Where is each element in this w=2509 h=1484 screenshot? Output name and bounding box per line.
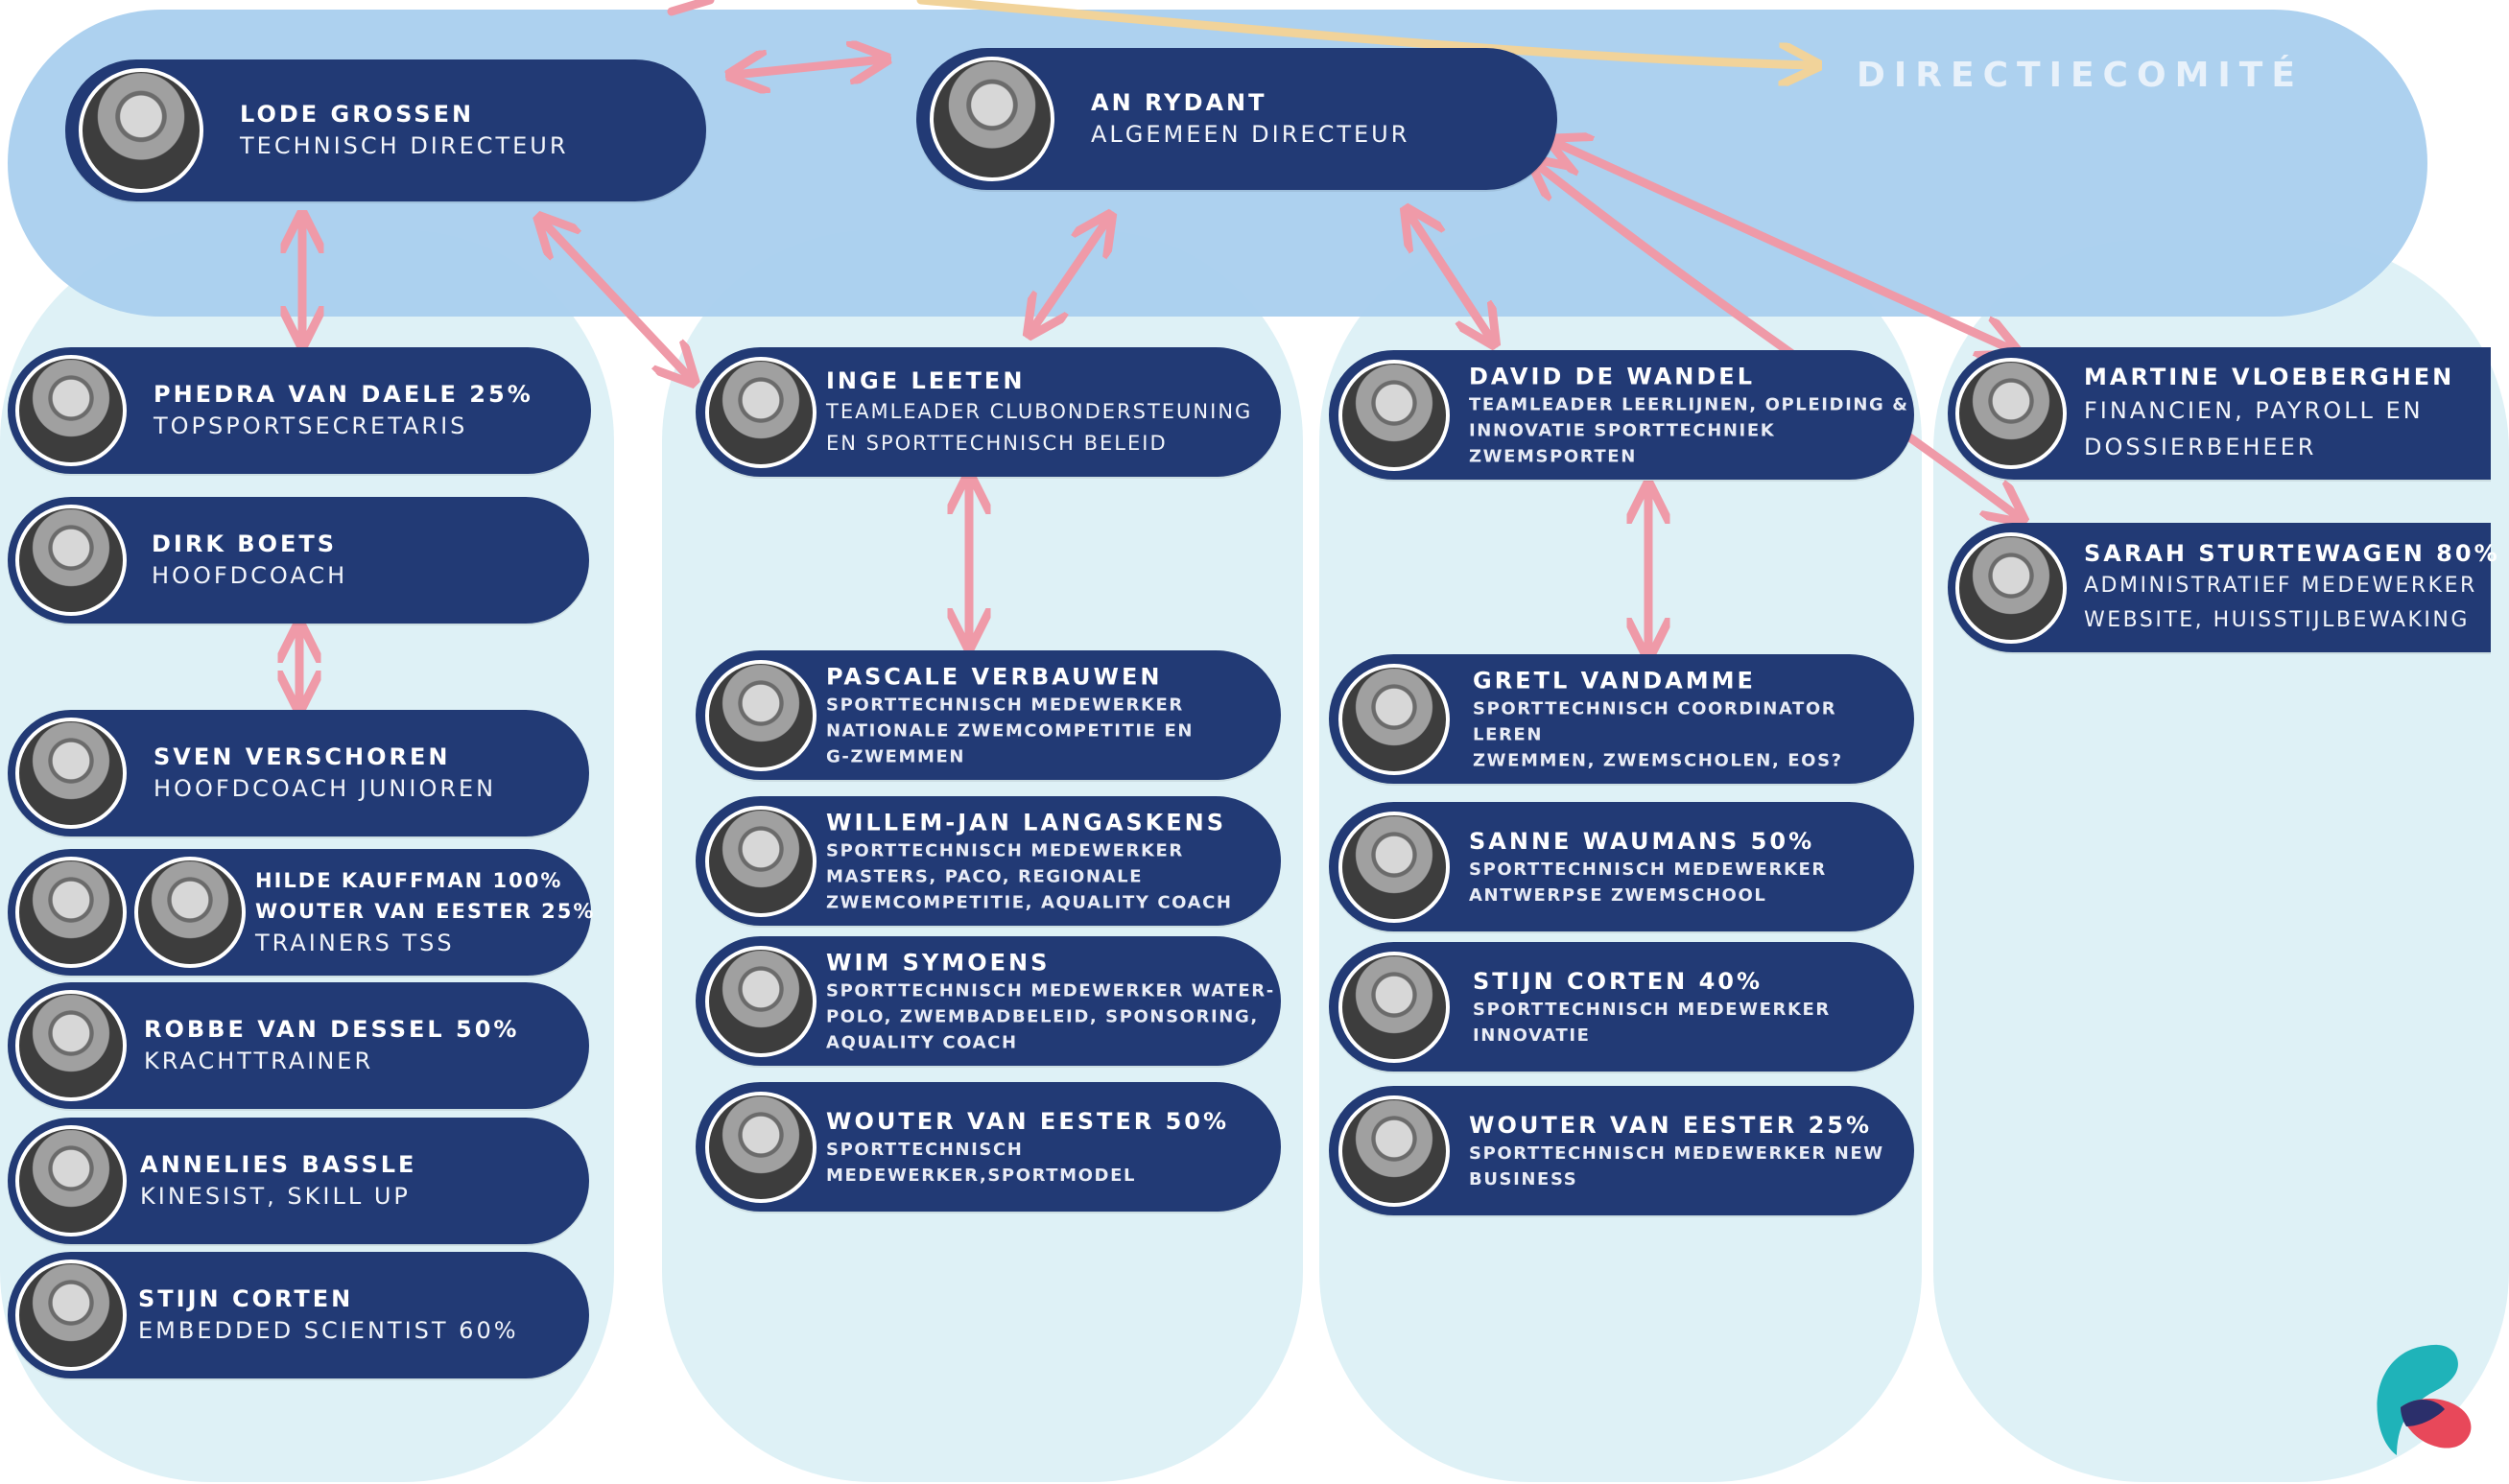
avatar [1338,811,1450,923]
person-card-trainers-tss[interactable]: HILDE KAUFFMAN 100% WOUTER VAN EESTER 25… [8,849,593,976]
person-card-phedra-van-daele[interactable]: PHEDRA VAN DAELE 25% TOPSPORTSECRETARIS [8,347,591,474]
arrow-lode-an [734,59,883,75]
person-role: TEAMLEADER CLUBONDERSTEUNING EN SPORTTEC… [826,399,1253,455]
person-role: KRACHTTRAINER [144,1048,374,1074]
arrow-an-david [1408,213,1492,341]
person-role: FINANCIEN, PAYROLL EN DOSSIERBEHEER [2084,397,2424,460]
avatar [15,857,127,968]
person-role: SPORTTECHNISCH COORDINATOR LEREN ZWEMMEN… [1473,698,1843,770]
person-name: INGE LEETEN [826,366,1026,394]
person-card-martine-vloeberghen[interactable]: MARTINE VLOEBERGHEN FINANCIEN, PAYROLL E… [1948,347,2491,480]
person-name: ANNELIES BASSLE [140,1151,417,1178]
person-role: EMBEDDED SCIENTIST 60% [138,1317,519,1344]
person-name: STIJN CORTEN [138,1285,354,1312]
person-card-sanne-waumans[interactable]: SANNE WAUMANS 50% SPORTTECHNISCH MEDEWER… [1329,802,1914,931]
avatar [705,1091,817,1203]
arrow-top-left [667,0,715,16]
person-name: MARTINE VLOEBERGHEN [2084,364,2455,390]
avatar [705,805,817,917]
person-role: SPORTTECHNISCH MEDEWERKER NATIONALE ZWEM… [826,695,1195,766]
person-name: LODE GROSSEN [240,101,475,128]
person-role: HOOFDCOACH JUNIOREN [154,775,497,802]
person-name: DIRK BOETS [152,530,338,557]
person-card-pascale-verbauwen[interactable]: PASCALE VERBAUWEN SPORTTECHNISCH MEDEWER… [696,650,1281,780]
directiecomite-title: DIRECTIECOMITÉ [1857,56,2304,95]
person-role: TEAMLEADER LEERLIJNEN, OPLEIDING & INNOV… [1469,394,1909,466]
person-card-stijn-corten-40[interactable]: STIJN CORTEN 40% SPORTTECHNISCH MEDEWERK… [1329,942,1914,1072]
person-name: HILDE KAUFFMAN 100% [255,869,563,892]
arrow-lode-inge [542,221,691,379]
person-role: SPORTTECHNISCH MEDEWERKER NEW BUSINESS [1469,1142,1884,1190]
person-role: SPORTTECHNISCH MEDEWERKER MASTERS, PACO,… [826,840,1233,912]
director-card-an-rydant[interactable]: AN RYDANT ALGEMEEN DIRECTEUR [916,48,1557,190]
avatar [15,505,127,616]
person-card-gretl-vandamme[interactable]: GRETL VANDAMME SPORTTECHNISCH COORDINATO… [1329,654,1914,784]
person-card-sven-verschoren[interactable]: SVEN VERSCHOREN HOOFDCOACH JUNIOREN [8,710,589,836]
person-role: SPORTTECHNISCH MEDEWERKER INNOVATIE [1473,999,1831,1046]
person-name: STIJN CORTEN 40% [1473,967,1763,995]
avatar [1338,1095,1450,1207]
person-name: SARAH STURTEWAGEN 80% [2084,539,2500,567]
person-card-sarah-sturtewagen[interactable]: SARAH STURTEWAGEN 80% ADMINISTRATIEF MED… [1948,523,2497,652]
person-card-dirk-boets[interactable]: DIRK BOETS HOOFDCOACH [8,497,589,624]
person-role: HOOFDCOACH [152,562,348,589]
avatar [79,68,203,193]
person-name: WILLEM-JAN LANGASKENS [826,809,1227,836]
person-role: KINESIST, SKILL UP [140,1183,411,1210]
arrow-an-inge [1031,219,1108,331]
person-role: TOPSPORTSECRETARIS [154,412,468,439]
avatar [930,57,1054,181]
person-card-willem-jan-langaskens[interactable]: WILLEM-JAN LANGASKENS SPORTTECHNISCH MED… [696,796,1281,926]
person-role: ALGEMEEN DIRECTEUR [1091,121,1410,148]
person-role: ADMINISTRATIEF MEDEWERKER WEBSITE, HUISS… [2084,573,2477,632]
person-name: SANNE WAUMANS 50% [1469,827,1815,855]
arrow-top-to-title [916,0,1813,65]
person-name: PASCALE VERBAUWEN [826,663,1163,690]
person-role: SPORTTECHNISCH MEDEWERKER WATER- POLO, Z… [826,980,1275,1052]
avatar [15,355,127,466]
person-card-david-de-wandel[interactable]: DAVID DE WANDEL TEAMLEADER LEERLIJNEN, O… [1329,350,1914,480]
arrow-an-martine [1554,142,2013,350]
person-card-inge-leeten[interactable]: INGE LEETEN TEAMLEADER CLUBONDERSTEUNING… [696,347,1281,477]
person-card-stijn-corten[interactable]: STIJN CORTEN EMBEDDED SCIENTIST 60% [8,1252,589,1378]
person-name: GRETL VANDAMME [1473,667,1756,694]
person-name: WOUTER VAN EESTER 25% [255,900,596,923]
avatar [1338,951,1450,1063]
avatar [1955,358,2067,469]
federation-logo [2377,1344,2472,1455]
avatar [15,990,127,1101]
person-role: SPORTTECHNISCH MEDEWERKER,SPORTMODEL [826,1139,1137,1186]
person-name: PHEDRA VAN DAELE 25% [154,381,533,408]
person-card-annelies-bassle[interactable]: ANNELIES BASSLE KINESIST, SKILL UP [8,1118,589,1244]
avatar [15,1260,127,1371]
avatar [705,945,817,1057]
avatar [705,659,817,771]
person-name: DAVID DE WANDEL [1469,363,1755,389]
person-card-wouter-van-eester-50[interactable]: WOUTER VAN EESTER 50% SPORTTECHNISCH MED… [696,1082,1281,1212]
person-name: SVEN VERSCHOREN [154,743,451,770]
person-card-wim-symoens[interactable]: WIM SYMOENS SPORTTECHNISCH MEDEWERKER WA… [696,936,1281,1066]
person-role: SPORTTECHNISCH MEDEWERKER ANTWERPSE ZWEM… [1469,859,1827,906]
director-card-lode-grossen[interactable]: LODE GROSSEN TECHNISCH DIRECTEUR [65,59,706,201]
avatar [134,857,246,968]
person-name: WIM SYMOENS [826,949,1051,976]
avatar [705,356,817,468]
person-name: WOUTER VAN EESTER 25% [1469,1111,1873,1139]
avatar [15,718,127,829]
avatar [1338,359,1450,471]
person-card-wouter-van-eester-25[interactable]: WOUTER VAN EESTER 25% SPORTTECHNISCH MED… [1329,1086,1914,1215]
avatar [1338,663,1450,775]
person-card-robbe-van-dessel[interactable]: ROBBE VAN DESSEL 50% KRACHTTRAINER [8,982,589,1109]
avatar [1955,531,2067,644]
person-name: WOUTER VAN EESTER 50% [826,1107,1230,1135]
person-name: ROBBE VAN DESSEL 50% [144,1016,520,1043]
person-role: TRAINERS TSS [255,930,455,956]
avatar [15,1125,127,1237]
person-role: TECHNISCH DIRECTEUR [240,132,569,159]
person-name: AN RYDANT [1091,89,1267,116]
